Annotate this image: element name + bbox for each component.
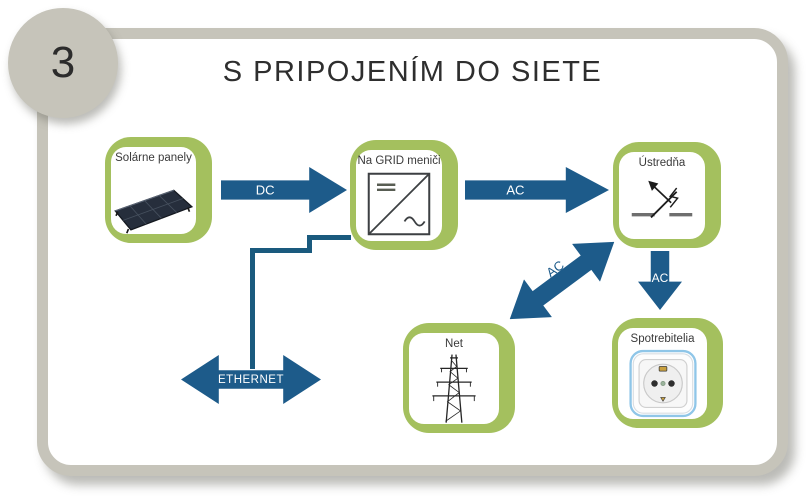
node-solar-panels: Solárne panely — [105, 137, 212, 243]
ethernet-connector-segment — [307, 235, 351, 240]
node-net-panel: Net — [409, 333, 499, 424]
node-grid-inverter: Na GRID meniči — [350, 140, 458, 250]
node-grid-inverter-panel: Na GRID meniči — [356, 150, 442, 241]
ethernet-connector-segment — [250, 248, 255, 369]
power-socket-icon — [628, 349, 697, 418]
inverter-symbol-icon — [367, 172, 431, 236]
arrow-ac-label: AC — [506, 182, 525, 198]
node-consumers-label: Spotrebitelia — [630, 333, 695, 345]
node-net: Net — [403, 323, 515, 433]
arrow-dc-label: DC — [255, 182, 275, 198]
arrow-ac-down-label: AC — [651, 271, 669, 286]
arrow-ethernet-label: ETHERNET — [218, 373, 284, 386]
step-badge: 3 — [8, 8, 118, 118]
node-net-label: Net — [445, 338, 463, 350]
slide-title: S PRIPOJENÍM DO SIETE — [222, 56, 603, 88]
node-grid-inverter-label: Na GRID meniči — [357, 155, 441, 167]
node-switchboard-panel: Ústredňa — [619, 152, 705, 239]
ethernet-connector-segment — [250, 248, 312, 253]
step-number: 3 — [50, 38, 76, 87]
node-switchboard-label: Ústredňa — [638, 157, 686, 169]
node-solar-panels-panel: Solárne panely — [111, 147, 196, 234]
node-consumers: Spotrebitelia — [612, 318, 723, 428]
switch-symbol-icon — [631, 180, 693, 219]
node-solar-panels-label: Solárne panely — [115, 152, 192, 164]
node-switchboard: Ústredňa — [613, 142, 721, 248]
solar-panel-icon — [113, 189, 193, 234]
transmission-tower-icon — [432, 354, 476, 423]
ethernet-connector-segment — [307, 235, 312, 253]
node-consumers-panel: Spotrebitelia — [618, 328, 707, 419]
